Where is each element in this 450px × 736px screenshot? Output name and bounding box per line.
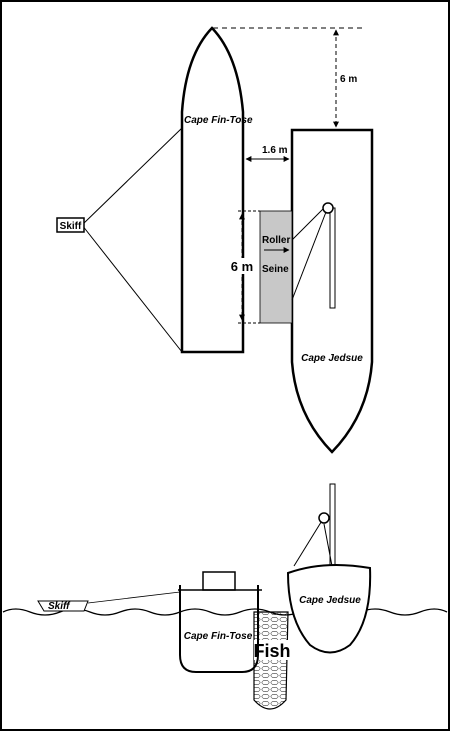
roller-boom <box>329 207 336 309</box>
jedsue-boom-line-left <box>293 518 324 567</box>
fin-tose-label-top: Cape Fin-Tose <box>184 115 253 126</box>
tow-line-upper <box>81 127 183 226</box>
offset-label: 6 m <box>340 74 357 85</box>
seine-area <box>259 210 293 324</box>
seine-length-bg <box>228 258 256 274</box>
fish-label-bg <box>254 640 290 660</box>
seine-label: Seine <box>262 264 289 275</box>
roller-line-lower <box>291 211 327 301</box>
fin-tose-hull-top <box>180 26 245 354</box>
fish-label: Fish <box>253 641 290 661</box>
fin-tose-label-bottom: Cape Fin-Tose <box>184 631 253 642</box>
seine-length-label: 6 m <box>231 259 253 274</box>
roller-label: Roller <box>262 235 290 246</box>
roller-line-upper <box>291 205 327 241</box>
jedsue-label-top: Cape Jedsue <box>301 353 363 364</box>
jedsue-label-bottom: Cape Jedsue <box>299 595 361 606</box>
jedsue-pulley-side <box>318 512 330 524</box>
gap-label: 1.6 m <box>262 145 288 156</box>
skiff-tow-line <box>87 591 181 604</box>
skiff-hull-side <box>37 600 89 612</box>
skiff-label-top: Skiff <box>60 221 82 232</box>
fin-tose-cabin-side <box>202 571 236 591</box>
fin-tose-hull-side <box>179 585 259 673</box>
jedsue-hull-side <box>286 563 372 654</box>
fish-net <box>253 611 289 710</box>
roller-pulley <box>322 202 334 214</box>
skiff-box-top <box>56 217 85 233</box>
tow-line-lower <box>81 224 183 353</box>
jedsue-boom-line-right <box>323 523 333 567</box>
skiff-label-bottom: Skiff <box>48 601 71 612</box>
